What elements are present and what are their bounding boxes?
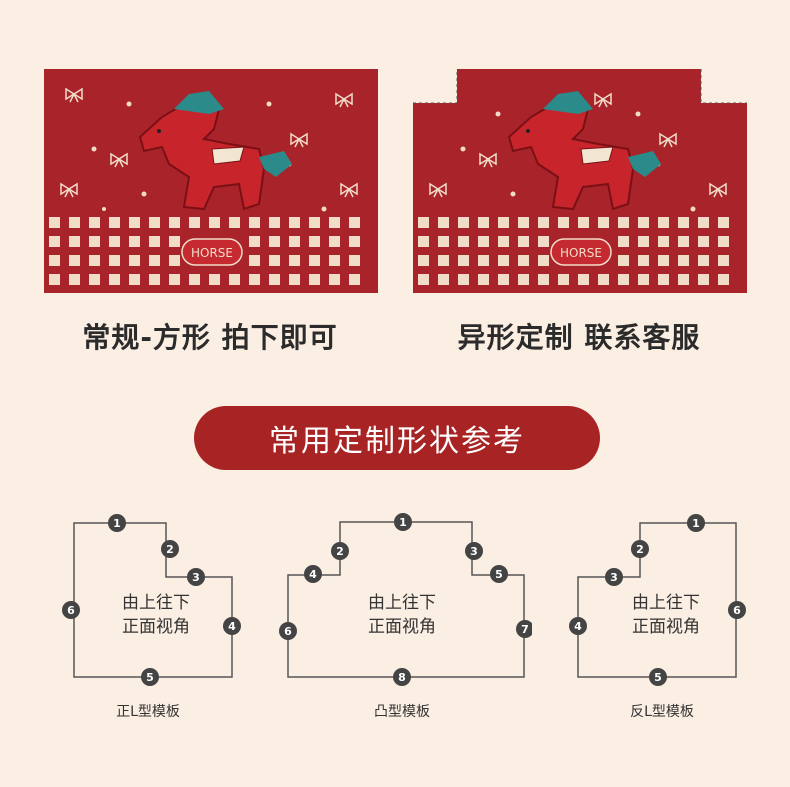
- outline: [287, 521, 525, 678]
- view-note-line2: 正面视角: [368, 617, 436, 637]
- marker-3: 3: [605, 568, 623, 586]
- reverse-l-shape-label: 反L型模板: [630, 704, 694, 720]
- svg-text:5: 5: [654, 671, 662, 684]
- svg-text:5: 5: [495, 568, 503, 581]
- horse-badge: HORSE: [550, 238, 612, 266]
- marker-6: 6: [62, 601, 80, 619]
- outline: [73, 522, 233, 678]
- marker-1: 1: [687, 514, 705, 532]
- marker-5: 5: [141, 668, 159, 686]
- marker-6: 6: [728, 601, 746, 619]
- svg-text:6: 6: [733, 604, 741, 617]
- horse-figure: [138, 91, 292, 211]
- svg-text:3: 3: [610, 571, 618, 584]
- svg-text:2: 2: [636, 543, 644, 556]
- custom-shape-rug-image: HORSE: [413, 69, 747, 293]
- outline: [577, 522, 737, 678]
- marker-2: 2: [631, 540, 649, 558]
- horse-badge: HORSE: [181, 238, 243, 266]
- svg-text:1: 1: [692, 517, 700, 530]
- svg-text:2: 2: [166, 543, 174, 556]
- svg-text:1: 1: [399, 516, 407, 529]
- svg-text:4: 4: [574, 620, 582, 633]
- checker-pattern: [49, 217, 360, 285]
- diagram-convex-shape: 1 2 3 4 5 6 7 8 由上往下 正面视角: [272, 505, 532, 705]
- svg-text:8: 8: [398, 671, 406, 684]
- checker-pattern: [418, 217, 729, 285]
- view-note-line1: 由上往下: [632, 593, 700, 613]
- section-title-banner: 常用定制形状参考: [194, 406, 600, 470]
- svg-text:HORSE: HORSE: [191, 246, 233, 260]
- section-title: 常用定制形状参考: [269, 424, 525, 459]
- diagram-reverse-l-shape: 1 2 3 4 5 6 由上往下 正面视角: [536, 505, 790, 705]
- view-note-line2: 正面视角: [122, 617, 190, 637]
- view-note-line1: 由上往下: [368, 593, 436, 613]
- diagram-l-shape: 1 2 3 4 5 6 由上往下 正面视角: [26, 505, 286, 705]
- l-shape-label: 正L型模板: [116, 704, 180, 720]
- rug-bow-decorations: [60, 87, 358, 198]
- regular-shape-caption: 常规-方形 拍下即可: [82, 321, 338, 354]
- convex-shape-label: 凸型模板: [374, 704, 430, 720]
- marker-4: 4: [569, 617, 587, 635]
- view-note-line2: 正面视角: [632, 617, 700, 637]
- marker-4: 4: [304, 565, 322, 583]
- svg-text:6: 6: [284, 625, 292, 638]
- svg-text:4: 4: [309, 568, 317, 581]
- svg-text:HORSE: HORSE: [560, 246, 602, 260]
- regular-rug-image: HORSE: [44, 69, 378, 293]
- svg-text:3: 3: [192, 571, 200, 584]
- marker-3: 3: [465, 542, 483, 560]
- custom-shape-caption: 异形定制 联系客服: [457, 321, 701, 354]
- horse-figure: [507, 91, 661, 211]
- svg-text:4: 4: [228, 620, 236, 633]
- marker-2: 2: [331, 542, 349, 560]
- marker-3: 3: [187, 568, 205, 586]
- marker-4: 4: [223, 617, 241, 635]
- svg-text:3: 3: [470, 545, 478, 558]
- svg-text:6: 6: [67, 604, 75, 617]
- rug-bow-decorations: [429, 92, 727, 198]
- marker-1: 1: [394, 513, 412, 531]
- cutout-line-left: [413, 69, 458, 104]
- marker-1: 1: [108, 514, 126, 532]
- marker-6: 6: [279, 622, 297, 640]
- marker-7: 7: [516, 620, 532, 638]
- view-note-line1: 由上往下: [122, 593, 190, 613]
- marker-5: 5: [649, 668, 667, 686]
- marker-5: 5: [490, 565, 508, 583]
- svg-text:7: 7: [521, 623, 529, 636]
- marker-2: 2: [161, 540, 179, 558]
- cutout-line-right: [700, 69, 747, 104]
- svg-text:2: 2: [336, 545, 344, 558]
- svg-text:1: 1: [113, 517, 121, 530]
- svg-text:5: 5: [146, 671, 154, 684]
- marker-8: 8: [393, 668, 411, 686]
